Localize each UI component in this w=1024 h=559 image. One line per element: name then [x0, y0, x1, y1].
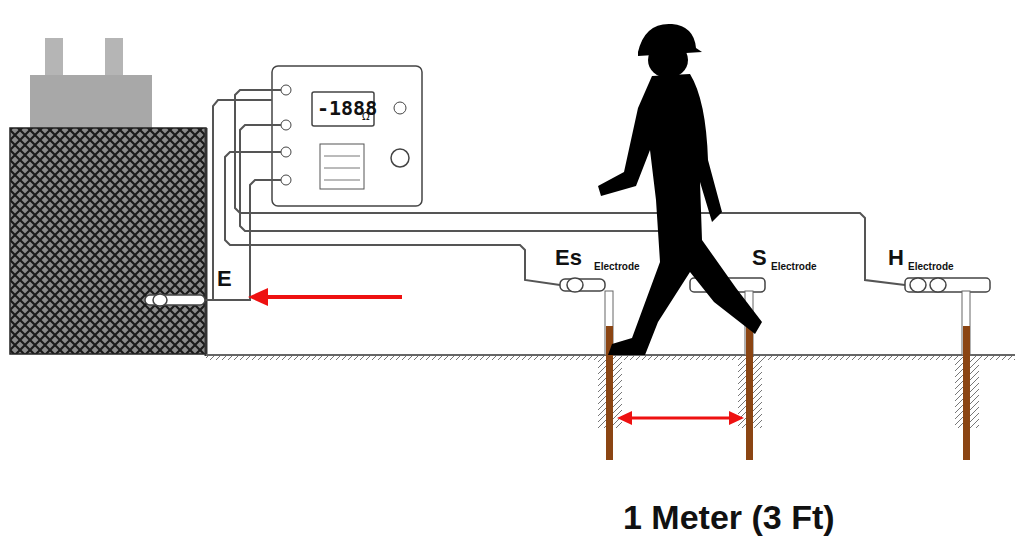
- terminal-name: H: [888, 247, 904, 269]
- dimension-arrow: [617, 411, 744, 425]
- dimension-label: 1 Meter (3 Ft): [623, 500, 835, 534]
- display-unit: Ω: [362, 112, 370, 122]
- fence-post: [205, 128, 208, 356]
- worker-silhouette: [598, 24, 762, 355]
- terminal-name: S: [752, 247, 767, 269]
- terminal-subscript: Electrode: [594, 262, 640, 272]
- clips: [145, 278, 990, 306]
- terminal-subscript: Electrode: [771, 262, 817, 272]
- earth-tester: [272, 66, 422, 206]
- terminal-name: Es: [555, 247, 582, 269]
- terminal-subscript: Electrode: [908, 262, 954, 272]
- fence: [10, 128, 206, 354]
- terminal-name: E: [217, 268, 232, 290]
- test-leads: [205, 90, 905, 300]
- transformer: [30, 38, 152, 133]
- pointer-arrow: [248, 288, 402, 306]
